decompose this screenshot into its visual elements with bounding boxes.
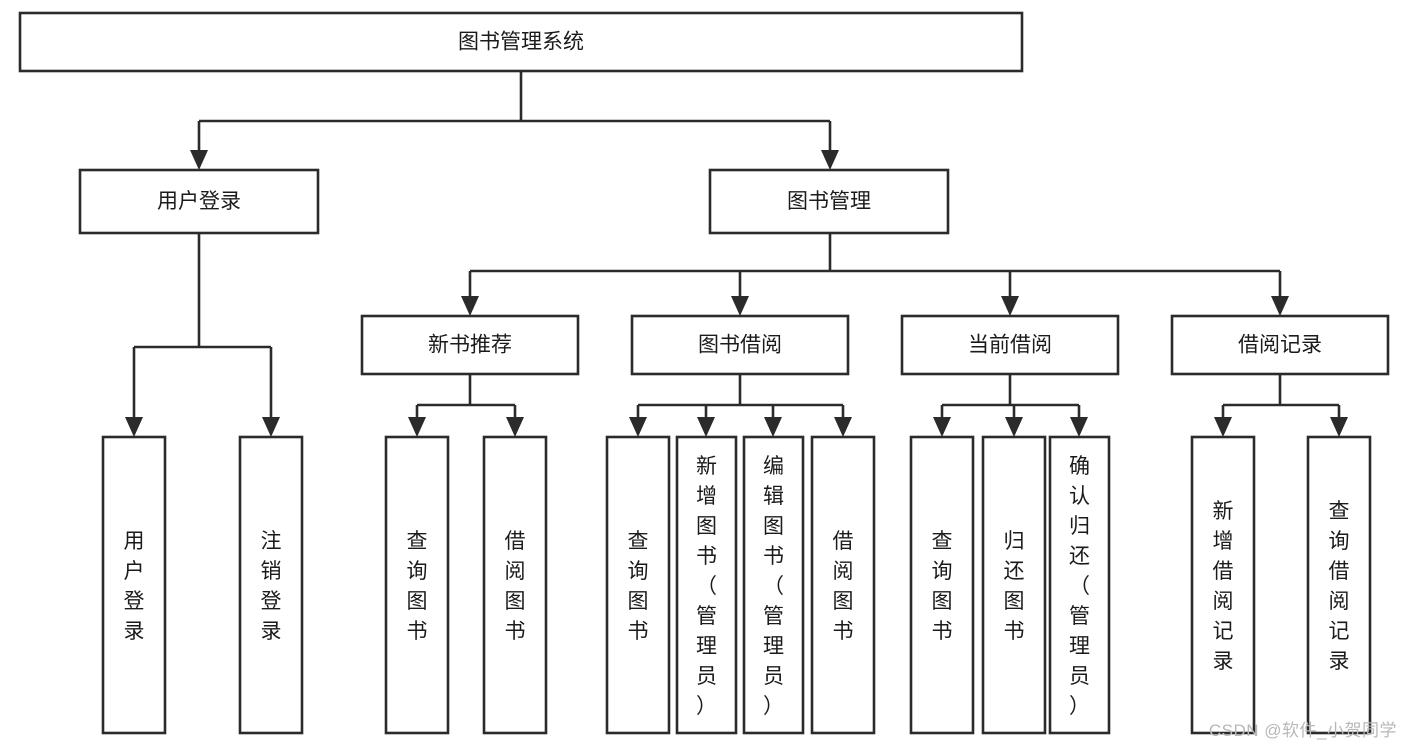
node-leaf-borrow-book-recommend[interactable]: 借阅图书 [482,435,548,735]
node-root[interactable]: 图书管理系统 [18,11,1024,73]
arrow-leaf-6-icon [697,417,715,437]
node-box-user-login[interactable] [78,168,320,235]
node-new-book-recommend[interactable]: 新书推荐 [360,314,580,376]
arrow-leaf-12-icon [1214,417,1232,437]
node-label-leaf-query-book-recommend: 查询图书 [407,530,428,643]
csdn-watermark: CSDN @软件_小贺同学 [1208,721,1397,740]
node-label-book-borrow: 图书借阅 [698,334,782,357]
node-borrow-records[interactable]: 借阅记录 [1170,314,1390,376]
node-label-leaf-query-borrow-record: 查询借阅记录 [1329,500,1350,673]
arrow-user-login-icon [190,150,208,170]
arrow-leaf-11-icon [1070,417,1088,437]
node-leaf-query-borrow-record[interactable]: 查询借阅记录 [1306,435,1372,735]
arrow-leaf-9-icon [933,417,951,437]
arrow-leaf-10-icon [1005,417,1023,437]
arrow-leaf-13-icon [1330,417,1348,437]
node-label-leaf-add-book-admin: 新增图书（管理员） [696,455,717,718]
node-label-root: 图书管理系统 [458,31,584,54]
node-label-leaf-user-login: 用户登录 [124,530,145,643]
node-label-leaf-confirm-return-admin: 确认归还（管理员） [1069,455,1090,718]
arrow-leaf-7-icon [764,417,782,437]
node-label-leaf-logout: 注销登录 [261,530,282,643]
node-leaf-confirm-return-admin[interactable]: 确认归还（管理员） [1048,435,1111,735]
node-leaf-query-book-current[interactable]: 查询图书 [909,435,975,735]
node-label-leaf-edit-book-admin: 编辑图书（管理员） [763,455,784,718]
node-box-leaf-edit-book-admin[interactable] [742,435,805,735]
node-box-leaf-add-borrow-record[interactable] [1190,435,1256,735]
node-label-leaf-borrow-book: 借阅图书 [833,530,854,643]
node-user-login[interactable]: 用户登录 [78,168,320,235]
node-box-leaf-query-borrow-record[interactable] [1306,435,1372,735]
node-leaf-borrow-book[interactable]: 借阅图书 [810,435,876,735]
arrow-book-mgmt-icon [821,150,839,170]
arrow-borrow-icon [731,296,749,316]
node-label-borrow-records: 借阅记录 [1238,334,1322,357]
node-box-leaf-user-login[interactable] [101,435,167,735]
node-box-leaf-query-book-current[interactable] [909,435,975,735]
node-label-current-borrow: 当前借阅 [968,334,1052,357]
node-box-leaf-borrow-book-recommend[interactable] [482,435,548,735]
node-box-root[interactable] [18,11,1024,73]
node-label-leaf-borrow-book-recommend: 借阅图书 [505,530,526,643]
arrow-leaf-3-icon [408,417,426,437]
node-box-leaf-borrow-book[interactable] [810,435,876,735]
node-book-borrow[interactable]: 图书借阅 [630,314,850,376]
node-label-leaf-add-borrow-record: 新增借阅记录 [1213,500,1234,673]
node-label-new-book-recommend: 新书推荐 [428,334,512,357]
node-box-new-book-recommend[interactable] [360,314,580,376]
node-label-leaf-query-book-borrow: 查询图书 [628,530,649,643]
node-box-leaf-query-book-borrow[interactable] [605,435,671,735]
nodes-layer: 图书管理系统用户登录图书管理新书推荐图书借阅当前借阅借阅记录用户登录注销登录查询… [18,11,1390,735]
arrow-leaf-1-icon [125,417,143,437]
node-box-leaf-return-book[interactable] [981,435,1047,735]
node-box-current-borrow[interactable] [900,314,1120,376]
node-current-borrow[interactable]: 当前借阅 [900,314,1120,376]
node-label-leaf-query-book-current: 查询图书 [932,530,953,643]
node-leaf-add-book-admin[interactable]: 新增图书（管理员） [675,435,738,735]
node-leaf-query-book-borrow[interactable]: 查询图书 [605,435,671,735]
node-leaf-return-book[interactable]: 归还图书 [981,435,1047,735]
arrow-leaf-2-icon [262,417,280,437]
node-leaf-logout[interactable]: 注销登录 [238,435,304,735]
node-label-user-login: 用户登录 [157,190,241,213]
node-box-book-management[interactable] [708,168,950,235]
node-leaf-user-login[interactable]: 用户登录 [101,435,167,735]
node-leaf-edit-book-admin[interactable]: 编辑图书（管理员） [742,435,805,735]
arrow-leaf-8-icon [834,417,852,437]
arrow-recommend-icon [461,296,479,316]
node-box-borrow-records[interactable] [1170,314,1390,376]
arrowheads-layer [125,150,1348,437]
arrow-records-icon [1271,296,1289,316]
node-leaf-query-book-recommend[interactable]: 查询图书 [384,435,450,735]
node-box-book-borrow[interactable] [630,314,850,376]
arrow-leaf-4-icon [506,417,524,437]
connectors-layer [132,71,1341,419]
node-leaf-add-borrow-record[interactable]: 新增借阅记录 [1190,435,1256,735]
node-box-leaf-logout[interactable] [238,435,304,735]
node-box-leaf-query-book-recommend[interactable] [384,435,450,735]
node-label-book-management: 图书管理 [787,190,871,213]
node-book-management[interactable]: 图书管理 [708,168,950,235]
node-box-leaf-add-book-admin[interactable] [675,435,738,735]
node-box-leaf-confirm-return-admin[interactable] [1048,435,1111,735]
arrow-leaf-5-icon [629,417,647,437]
node-label-leaf-return-book: 归还图书 [1004,530,1025,643]
arrow-current-icon [1001,296,1019,316]
